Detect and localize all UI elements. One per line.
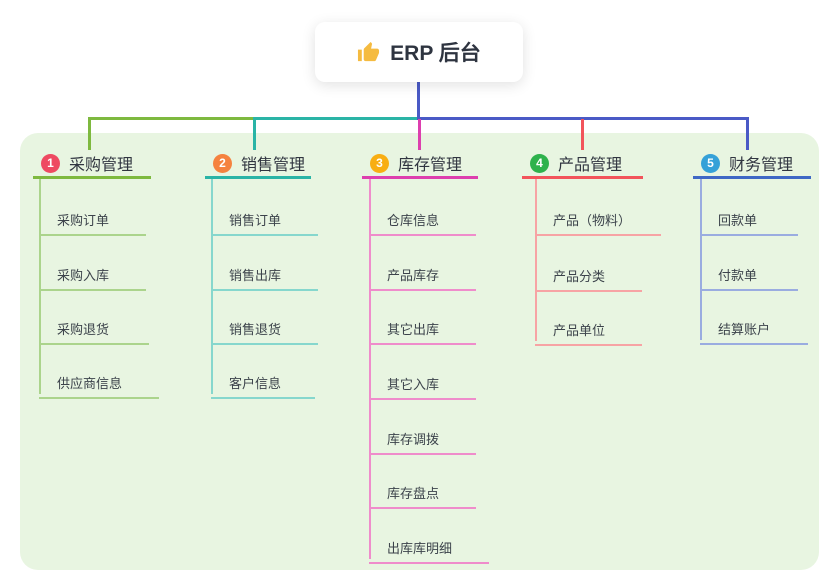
node-sales-outbound[interactable]: 销售出库 [211,256,318,291]
node-product-unit[interactable]: 产品单位 [535,311,642,346]
node-payment-bill[interactable]: 付款单 [700,256,798,291]
connector-root-stem [417,82,420,120]
node-label: 其它出库 [387,322,440,337]
root-node[interactable]: ERP 后台 [315,22,523,82]
node-outbound-detail[interactable]: 出库库明细 [369,529,489,564]
node-stock-transfer[interactable]: 库存调拨 [369,420,476,455]
badge-5: 5 [701,153,720,173]
node-label: 采购订单 [57,213,110,228]
branch-trunk-product [535,179,537,341]
branch-label: 产品管理 [558,157,623,174]
node-purchase-return[interactable]: 采购退货 [39,310,149,345]
node-label: 产品库存 [387,268,440,283]
node-stock-count[interactable]: 库存盘点 [369,474,476,509]
node-customer-info[interactable]: 客户信息 [211,364,315,399]
node-label: 仓库信息 [387,213,440,228]
connector-drop-inventory [418,119,421,150]
thumbs-up-icon [357,41,380,64]
connector-drop-sales [253,117,256,150]
branch-header-sales[interactable]: 2 销售管理 [205,150,311,179]
node-other-inbound[interactable]: 其它入库 [369,365,476,400]
node-label: 销售订单 [229,213,282,228]
node-label: 库存调拨 [387,432,440,447]
branch-trunk-sales [211,179,213,394]
node-product-material[interactable]: 产品（物料） [535,201,661,236]
node-product-category[interactable]: 产品分类 [535,257,642,292]
node-label: 产品单位 [553,323,606,338]
branch-label: 销售管理 [241,157,306,174]
node-label: 出库库明细 [387,541,453,556]
node-label: 采购退货 [57,322,110,337]
branch-label: 财务管理 [729,157,794,174]
branch-header-purchase[interactable]: 1 采购管理 [33,150,151,179]
badge-4: 4 [530,153,549,173]
connector-seg-purchase [88,117,254,120]
badge-1: 1 [41,153,60,173]
branch-header-product[interactable]: 4 产品管理 [522,150,643,179]
connector-drop-product [581,119,584,150]
node-warehouse-info[interactable]: 仓库信息 [369,201,476,236]
node-purchase-order[interactable]: 采购订单 [39,201,146,236]
node-sales-order[interactable]: 销售订单 [211,201,318,236]
branch-trunk-finance [700,179,702,340]
node-label: 回款单 [718,213,758,228]
branch-label: 采购管理 [69,157,134,174]
badge-2: 2 [213,153,232,173]
badge-3: 3 [370,153,389,173]
connector-seg-sales [254,117,417,120]
branch-header-finance[interactable]: 5 财务管理 [693,150,811,179]
node-purchase-inbound[interactable]: 采购入库 [39,256,146,291]
node-supplier-info[interactable]: 供应商信息 [39,364,159,399]
node-receipt-bill[interactable]: 回款单 [700,201,798,236]
node-settlement-account[interactable]: 结算账户 [700,310,808,345]
branches-panel [20,133,819,570]
connector-drop-finance [746,117,749,150]
node-other-outbound[interactable]: 其它出库 [369,310,476,345]
node-label: 产品分类 [553,269,606,284]
connector-seg-finance [417,117,749,120]
node-label: 采购入库 [57,268,110,283]
branch-label: 库存管理 [398,157,463,174]
root-label: ERP 后台 [390,42,481,65]
connector-drop-purchase [88,117,91,150]
branch-header-inventory[interactable]: 3 库存管理 [362,150,478,179]
node-label: 库存盘点 [387,486,440,501]
node-label: 结算账户 [718,322,771,337]
node-sales-return[interactable]: 销售退货 [211,310,318,345]
branch-trunk-purchase [39,179,41,394]
node-label: 销售出库 [229,268,282,283]
node-label: 产品（物料） [553,213,632,228]
node-label: 客户信息 [229,376,282,391]
branch-trunk-inventory [369,179,371,559]
node-label: 销售退货 [229,322,282,337]
node-product-stock[interactable]: 产品库存 [369,256,476,291]
node-label: 供应商信息 [57,376,123,391]
node-label: 其它入库 [387,377,440,392]
node-label: 付款单 [718,268,758,283]
